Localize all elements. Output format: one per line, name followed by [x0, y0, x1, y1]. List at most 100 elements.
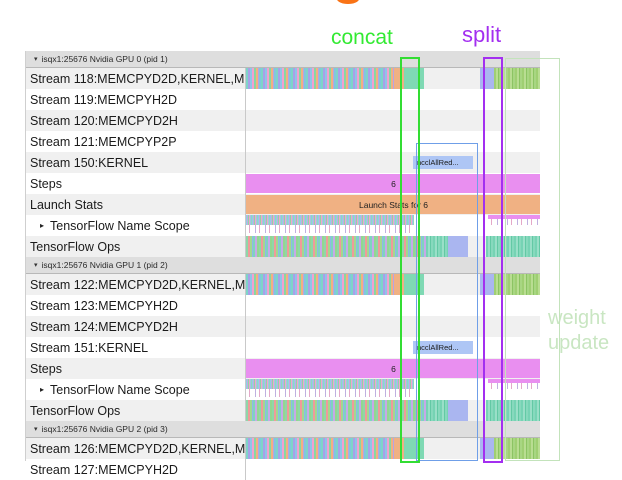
- trace-bar[interactable]: [394, 274, 404, 295]
- row-track[interactable]: [246, 236, 540, 257]
- track-row-label[interactable]: Steps: [26, 358, 246, 379]
- row-track[interactable]: ncclAllRed...: [246, 152, 540, 173]
- chevron-right-icon[interactable]: ▸: [40, 221, 45, 230]
- trace-bar[interactable]: [394, 68, 404, 89]
- trace-bar[interactable]: [486, 236, 540, 257]
- trace-bar[interactable]: [246, 236, 426, 257]
- track-row-label[interactable]: Launch Stats: [26, 194, 246, 215]
- trace-bar[interactable]: [426, 400, 448, 421]
- trace-bar[interactable]: [488, 219, 540, 225]
- row-track[interactable]: [246, 316, 540, 337]
- row-track[interactable]: [246, 89, 540, 110]
- row-track[interactable]: [246, 295, 540, 316]
- track-row-label[interactable]: Stream 122:MEMCPYD2D,KERNEL,MI: [26, 274, 246, 295]
- row-track[interactable]: [246, 379, 540, 400]
- row-track[interactable]: 6: [246, 358, 540, 379]
- group-header-gpu-1[interactable]: ▾isqx1:25676 Nvidia GPU 1 (pid 2): [26, 257, 540, 274]
- track-row[interactable]: TensorFlow Ops: [26, 236, 540, 257]
- row-track[interactable]: [246, 274, 540, 295]
- trace-bar[interactable]: [246, 225, 414, 233]
- track-row-label[interactable]: TensorFlow Ops: [26, 400, 246, 421]
- trace-bar[interactable]: [246, 274, 394, 295]
- track-row[interactable]: Launch Stats Launch Stats for 6: [26, 194, 540, 215]
- trace-bar[interactable]: [494, 68, 540, 89]
- track-row-label[interactable]: Stream 126:MEMCPYD2D,KERNEL,MI: [26, 438, 246, 459]
- track-row-label[interactable]: TensorFlow Ops: [26, 236, 246, 257]
- track-row[interactable]: Stream 121:MEMCPYP2P: [26, 131, 540, 152]
- track-row[interactable]: Stream 124:MEMCPYD2H: [26, 316, 540, 337]
- chevron-down-icon[interactable]: ▾: [34, 56, 38, 63]
- trace-viewer-panel[interactable]: ▾isqx1:25676 Nvidia GPU 0 (pid 1)Stream …: [25, 51, 540, 480]
- trace-bar[interactable]: [494, 438, 540, 459]
- nccl-allreduce-bar[interactable]: ncclAllRed...: [413, 156, 473, 169]
- track-row-label[interactable]: Stream 151:KERNEL: [26, 337, 246, 358]
- track-row-label[interactable]: Stream 127:MEMCPYH2D: [26, 459, 246, 480]
- row-track[interactable]: [246, 459, 540, 480]
- row-track[interactable]: [246, 131, 540, 152]
- row-track[interactable]: [246, 400, 540, 421]
- track-row[interactable]: Stream 123:MEMCPYH2D: [26, 295, 540, 316]
- row-track[interactable]: Launch Stats for 6: [246, 194, 540, 215]
- trace-bar[interactable]: [246, 400, 426, 421]
- group-header-gpu-0[interactable]: ▾isqx1:25676 Nvidia GPU 0 (pid 1): [26, 51, 540, 68]
- launch-stats-bar[interactable]: Launch Stats for 6: [246, 195, 540, 214]
- chevron-down-icon[interactable]: ▾: [34, 262, 38, 269]
- trace-bar[interactable]: [246, 438, 394, 459]
- trace-bar[interactable]: [246, 215, 414, 225]
- track-row-label[interactable]: Stream 119:MEMCPYH2D: [26, 89, 246, 110]
- trace-bar[interactable]: [404, 274, 424, 295]
- track-row-label[interactable]: ▸TensorFlow Name Scope: [26, 215, 246, 236]
- launch-stats-bar-label: Launch Stats for 6: [359, 199, 428, 210]
- row-track[interactable]: [246, 110, 540, 131]
- trace-bar[interactable]: [448, 236, 468, 257]
- track-row[interactable]: TensorFlow Ops: [26, 400, 540, 421]
- track-row[interactable]: Stream 127:MEMCPYH2D: [26, 459, 540, 480]
- row-track[interactable]: ncclAllRed...: [246, 337, 540, 358]
- trace-bar[interactable]: [480, 438, 494, 459]
- track-row-label[interactable]: Stream 120:MEMCPYD2H: [26, 110, 246, 131]
- trace-bar[interactable]: [426, 236, 448, 257]
- track-row-label[interactable]: Stream 121:MEMCPYP2P: [26, 131, 246, 152]
- track-row-label[interactable]: Stream 123:MEMCPYH2D: [26, 295, 246, 316]
- trace-bar[interactable]: [394, 438, 404, 459]
- trace-bar[interactable]: [494, 274, 540, 295]
- track-row[interactable]: Stream 118:MEMCPYD2D,KERNEL,ME: [26, 68, 540, 89]
- chevron-right-icon[interactable]: ▸: [40, 385, 45, 394]
- step-bar[interactable]: 6: [246, 359, 540, 378]
- track-row[interactable]: Stream 126:MEMCPYD2D,KERNEL,MI: [26, 438, 540, 459]
- trace-bar[interactable]: [488, 383, 540, 389]
- trace-bar[interactable]: [480, 68, 494, 89]
- trace-bar[interactable]: [488, 379, 540, 383]
- track-row-label[interactable]: Stream 118:MEMCPYD2D,KERNEL,ME: [26, 68, 246, 89]
- track-row[interactable]: Stream 150:KERNEL ncclAllRed...: [26, 152, 540, 173]
- row-track[interactable]: 6: [246, 173, 540, 194]
- chevron-down-icon[interactable]: ▾: [34, 426, 38, 433]
- row-track[interactable]: [246, 438, 540, 459]
- row-track[interactable]: [246, 68, 540, 89]
- trace-bar[interactable]: [404, 68, 424, 89]
- trace-bar[interactable]: [246, 379, 414, 389]
- trace-bar[interactable]: [480, 274, 494, 295]
- track-row[interactable]: Stream 122:MEMCPYD2D,KERNEL,MI: [26, 274, 540, 295]
- track-row[interactable]: ▸TensorFlow Name Scope: [26, 215, 540, 236]
- trace-bar[interactable]: [246, 389, 414, 397]
- track-row-label[interactable]: Steps: [26, 173, 246, 194]
- trace-bar[interactable]: [404, 438, 424, 459]
- nccl-allreduce-bar[interactable]: ncclAllRed...: [413, 341, 473, 354]
- track-row-label[interactable]: Stream 150:KERNEL: [26, 152, 246, 173]
- trace-bar[interactable]: [246, 68, 394, 89]
- track-row[interactable]: Stream 151:KERNEL ncclAllRed...: [26, 337, 540, 358]
- group-header-gpu-2[interactable]: ▾isqx1:25676 Nvidia GPU 2 (pid 3): [26, 421, 540, 438]
- trace-bar[interactable]: [488, 215, 540, 219]
- track-row-label[interactable]: ▸TensorFlow Name Scope: [26, 379, 246, 400]
- track-row-label[interactable]: Stream 124:MEMCPYD2H: [26, 316, 246, 337]
- trace-bar[interactable]: [486, 400, 540, 421]
- row-track[interactable]: [246, 215, 540, 236]
- track-row[interactable]: Stream 120:MEMCPYD2H: [26, 110, 540, 131]
- trace-bar[interactable]: [448, 400, 468, 421]
- step-bar[interactable]: 6: [246, 174, 540, 193]
- track-row[interactable]: ▸TensorFlow Name Scope: [26, 379, 540, 400]
- track-row[interactable]: Stream 119:MEMCPYH2D: [26, 89, 540, 110]
